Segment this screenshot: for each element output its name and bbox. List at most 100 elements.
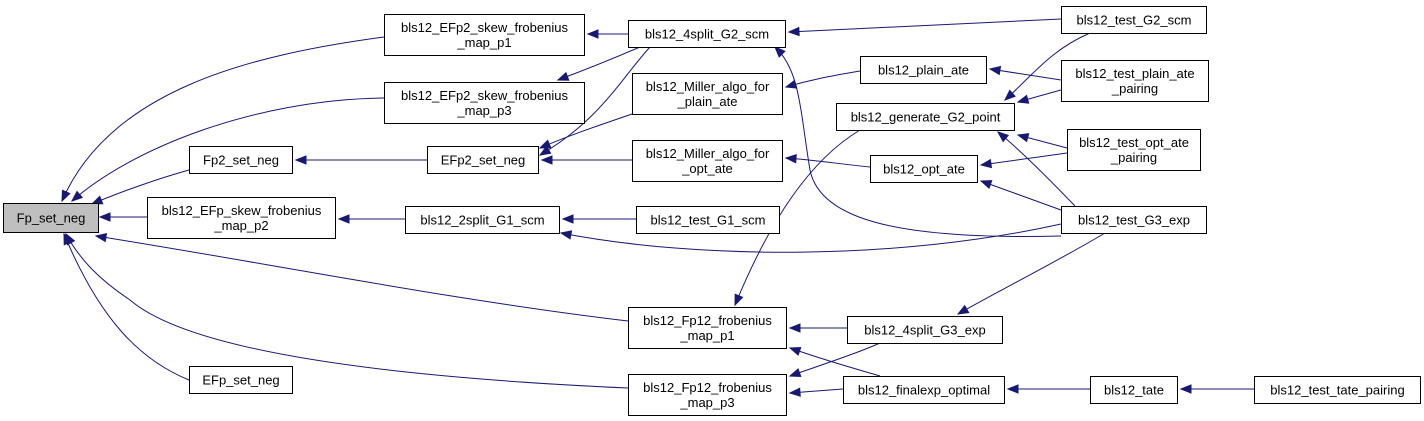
node-opt-ate[interactable]: bls12_opt_ate [870, 155, 978, 183]
arrowhead-icon [556, 71, 570, 81]
node-label: EFp_set_neg [202, 373, 279, 388]
edge-test_g3_exp-to-gen_g2_point [996, 131, 1076, 207]
edge-tate-to-finalexp_opt [1006, 384, 1090, 394]
node-label: bls12_test_tate_pairing [1270, 383, 1404, 398]
node-label: bls12_tate [1104, 383, 1164, 398]
edge-line [997, 131, 1076, 207]
node-test-g2-scm[interactable]: bls12_test_G2_scm [1061, 6, 1207, 34]
node-tate[interactable]: bls12_tate [1090, 376, 1178, 404]
node-box [1061, 206, 1207, 234]
node-label: Fp2_set_neg [203, 153, 279, 168]
edge-plain_ate-to-miller_plain [784, 70, 861, 89]
node-box [860, 56, 987, 84]
arrowhead-icon [538, 139, 552, 149]
node-split4-g2-scm[interactable]: bls12_4split_G2_scm [628, 20, 786, 48]
node-box [843, 376, 1005, 404]
node-plain-ate[interactable]: bls12_plain_ate [860, 56, 987, 84]
node-label: EFp2_set_neg [441, 153, 526, 168]
node-efp2-skew-p3[interactable]: bls12_EFp2_skew_frobenius_map_p3 [384, 82, 585, 124]
arrowhead-icon [1179, 384, 1192, 394]
edge-line [980, 180, 1062, 211]
edge-opt_ate-to-miller_opt [784, 154, 871, 168]
node-box [628, 374, 787, 416]
node-efp2-skew-p1[interactable]: bls12_EFp2_skew_frobenius_map_p1 [384, 14, 585, 56]
edge-test_g1_scm-to-split2_g1_scm [561, 214, 636, 224]
arrowhead-icon [1004, 89, 1016, 101]
edge-test_g3_exp-to-split2_g1_scm [559, 223, 1062, 253]
node-box [3, 203, 99, 233]
edge-line [785, 70, 861, 88]
node-miller-opt[interactable]: bls12_Miller_algo_for_opt_ate [632, 140, 783, 182]
node-fp2-set-neg[interactable]: Fp2_set_neg [189, 146, 293, 174]
arrowhead-icon [1016, 133, 1030, 143]
arrowhead-icon [734, 293, 744, 307]
edge-split4_g3_exp-to-fp12_frob_p3 [788, 342, 881, 378]
node-split2-g1-scm[interactable]: bls12_2split_G1_scm [405, 206, 560, 234]
node-test-opt-ate[interactable]: bls12_test_opt_ate_pairing [1067, 129, 1201, 171]
edge-miller_opt-to-efp2_set_neg [540, 155, 632, 165]
node-label: bls12_opt_ate [883, 162, 965, 177]
edge-test_tate-to-tate [1179, 384, 1254, 394]
node-label: bls12_EFp2_skew_frobenius [401, 20, 568, 35]
node-finalexp-opt[interactable]: bls12_finalexp_optimal [843, 376, 1005, 404]
node-miller-plain[interactable]: bls12_Miller_algo_for_plain_ate [632, 73, 783, 115]
arrowhead-icon [784, 79, 798, 89]
node-efp-skew-p2[interactable]: bls12_EFp_skew_frobenius_map_p2 [147, 197, 336, 239]
arrowhead-icon [561, 214, 574, 224]
edge-split4_g3_exp-to-fp12_frob_p1 [788, 323, 847, 333]
node-gen-g2-point[interactable]: bls12_generate_G2_point [836, 103, 1015, 131]
node-label: bls12_test_G1_scm [651, 213, 766, 228]
edge-test_g2_scm-to-gen_g2_point [1004, 32, 1091, 101]
node-box [628, 20, 786, 48]
node-efp2-set-neg[interactable]: EFp2_set_neg [427, 146, 539, 174]
node-test-plain-ate[interactable]: bls12_test_plain_ate_pairing [1061, 60, 1209, 102]
node-box [147, 197, 336, 239]
node-label: _map_p1 [456, 35, 511, 50]
node-label: bls12_Miller_algo_for [646, 79, 770, 94]
node-label: bls12_plain_ate [878, 63, 969, 78]
edge-test_opt_ate-to-opt_ate [979, 152, 1068, 169]
edge-line [65, 233, 629, 389]
arrowhead-icon [988, 65, 1002, 76]
edge-efp2_skew_p1-to-fp_set_neg [61, 36, 385, 203]
edge-efp2_set_neg-to-fp2_set_neg [294, 155, 427, 165]
edge-line [788, 18, 1062, 33]
node-box [1061, 6, 1207, 34]
node-fp12-frob-p1[interactable]: bls12_Fp12_frobenius_map_p1 [628, 307, 787, 349]
node-box [847, 316, 1003, 344]
arrowhead-icon [788, 323, 801, 333]
arrowhead-icon [586, 29, 599, 39]
node-fp12-frob-p3[interactable]: bls12_Fp12_frobenius_map_p3 [628, 374, 787, 416]
node-box [1061, 60, 1209, 102]
node-label: bls12_generate_G2_point [851, 110, 1001, 125]
node-box [1254, 376, 1421, 404]
arrowhead-icon [98, 212, 111, 222]
node-fp-set-neg[interactable]: Fp_set_neg [3, 203, 99, 233]
node-efp-set-neg[interactable]: EFp_set_neg [189, 366, 293, 394]
node-box [427, 146, 539, 174]
edge-finalexp_opt-to-fp12_frob_p1 [788, 346, 881, 377]
node-label: bls12_Fp12_frobenius [643, 313, 772, 328]
node-label: bls12_test_opt_ate [1079, 135, 1189, 150]
edge-test_g2_scm-to-split4_g2_scm [787, 18, 1062, 37]
node-test-g1-scm[interactable]: bls12_test_G1_scm [636, 206, 780, 234]
node-box [632, 73, 783, 115]
node-box [1067, 129, 1201, 171]
node-test-tate[interactable]: bls12_test_tate_pairing [1254, 376, 1421, 404]
node-box [628, 307, 787, 349]
node-box [384, 82, 585, 124]
edge-split4_g2_scm-to-efp2_skew_p3 [556, 46, 641, 81]
node-label: _pairing [1111, 81, 1158, 96]
edge-gen_g2_point-to-fp12_frob_p1 [734, 129, 861, 307]
arrowhead-icon [538, 145, 552, 156]
arrowhead-icon [979, 180, 993, 190]
node-box [1090, 376, 1178, 404]
node-split4-g3-exp[interactable]: bls12_4split_G3_exp [847, 316, 1003, 344]
arrowhead-icon [956, 304, 970, 315]
arrowhead-icon [70, 190, 84, 202]
node-test-g3-exp[interactable]: bls12_test_G3_exp [1061, 206, 1207, 234]
arrowhead-icon [94, 232, 108, 243]
node-box [870, 155, 978, 183]
node-label: _opt_ate [681, 161, 733, 176]
